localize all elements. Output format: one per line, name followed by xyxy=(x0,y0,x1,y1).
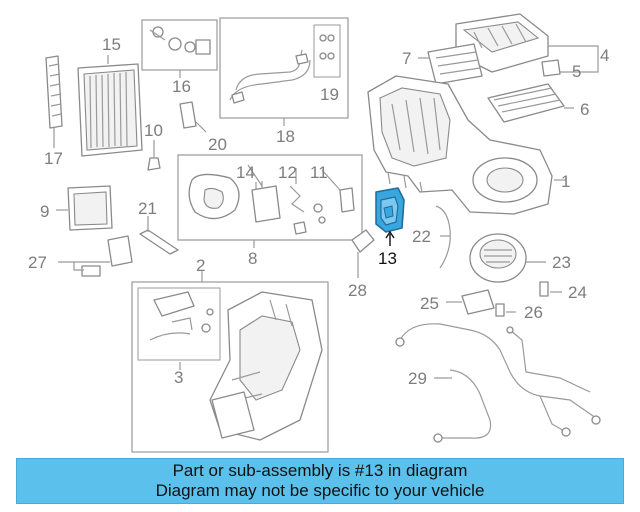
part-label-19[interactable]: 19 xyxy=(320,85,339,104)
part-label-29[interactable]: 29 xyxy=(408,369,427,388)
part-27-drawing xyxy=(107,235,133,267)
part-label-17[interactable]: 17 xyxy=(44,149,63,168)
part-13-leader xyxy=(385,230,395,246)
part-label-5[interactable]: 5 xyxy=(572,62,581,81)
part-24-drawing xyxy=(539,281,549,297)
part-label-6[interactable]: 6 xyxy=(580,100,589,119)
part-label-13-highlighted[interactable]: 13 xyxy=(378,249,397,268)
part-label-16[interactable]: 16 xyxy=(172,77,191,96)
part-label-14[interactable]: 14 xyxy=(236,163,255,182)
part-6-drawing xyxy=(487,83,565,123)
evaporator-core-drawing xyxy=(45,55,143,157)
part-label-4[interactable]: 4 xyxy=(600,46,609,65)
part-label-23[interactable]: 23 xyxy=(552,253,571,272)
part-2-box xyxy=(131,281,329,453)
part-label-9[interactable]: 9 xyxy=(40,202,49,221)
part-label-20[interactable]: 20 xyxy=(208,135,227,154)
part-5-drawing xyxy=(541,59,561,77)
part-label-28[interactable]: 28 xyxy=(348,281,367,300)
part-28-drawing xyxy=(351,229,375,253)
part-label-27[interactable]: 27 xyxy=(28,253,47,272)
part-10-drawing xyxy=(147,157,161,171)
part-label-7[interactable]: 7 xyxy=(402,49,411,68)
part-label-22[interactable]: 22 xyxy=(412,227,431,246)
part-26-drawing xyxy=(495,303,505,317)
part-1-housing-drawing xyxy=(367,75,553,215)
part-label-21[interactable]: 21 xyxy=(138,199,157,218)
part-label-8[interactable]: 8 xyxy=(248,249,257,268)
part-label-10[interactable]: 10 xyxy=(144,121,163,140)
part-13-drawing-highlighted xyxy=(375,187,405,233)
part-4-drawing xyxy=(427,13,549,85)
part-label-18[interactable]: 18 xyxy=(276,127,295,146)
part-21-drawing xyxy=(139,229,179,255)
part-16-box xyxy=(141,19,218,71)
banner-line-1: Part or sub-assembly is #13 in diagram xyxy=(172,461,468,480)
banner-line-2: Diagram may not be specific to your vehi… xyxy=(155,481,485,500)
info-banner: Part or sub-assembly is #13 in diagram D… xyxy=(16,458,624,504)
part-8-box xyxy=(177,154,363,241)
part-label-1[interactable]: 1 xyxy=(561,172,570,191)
part-label-24[interactable]: 24 xyxy=(568,283,587,302)
part-22-drawing xyxy=(435,205,451,269)
part-label-15[interactable]: 15 xyxy=(102,35,121,54)
part-label-25[interactable]: 25 xyxy=(420,294,439,313)
part-label-3[interactable]: 3 xyxy=(174,368,183,387)
part-29-harness-drawing xyxy=(395,323,601,443)
part-20-drawing xyxy=(179,101,197,129)
part-label-11[interactable]: 11 xyxy=(310,163,328,182)
part-label-2[interactable]: 2 xyxy=(196,256,205,275)
part-label-26[interactable]: 26 xyxy=(524,303,543,322)
part-label-12[interactable]: 12 xyxy=(278,163,297,182)
part-23-blower-drawing xyxy=(469,233,527,283)
part-25-drawing xyxy=(461,289,495,315)
